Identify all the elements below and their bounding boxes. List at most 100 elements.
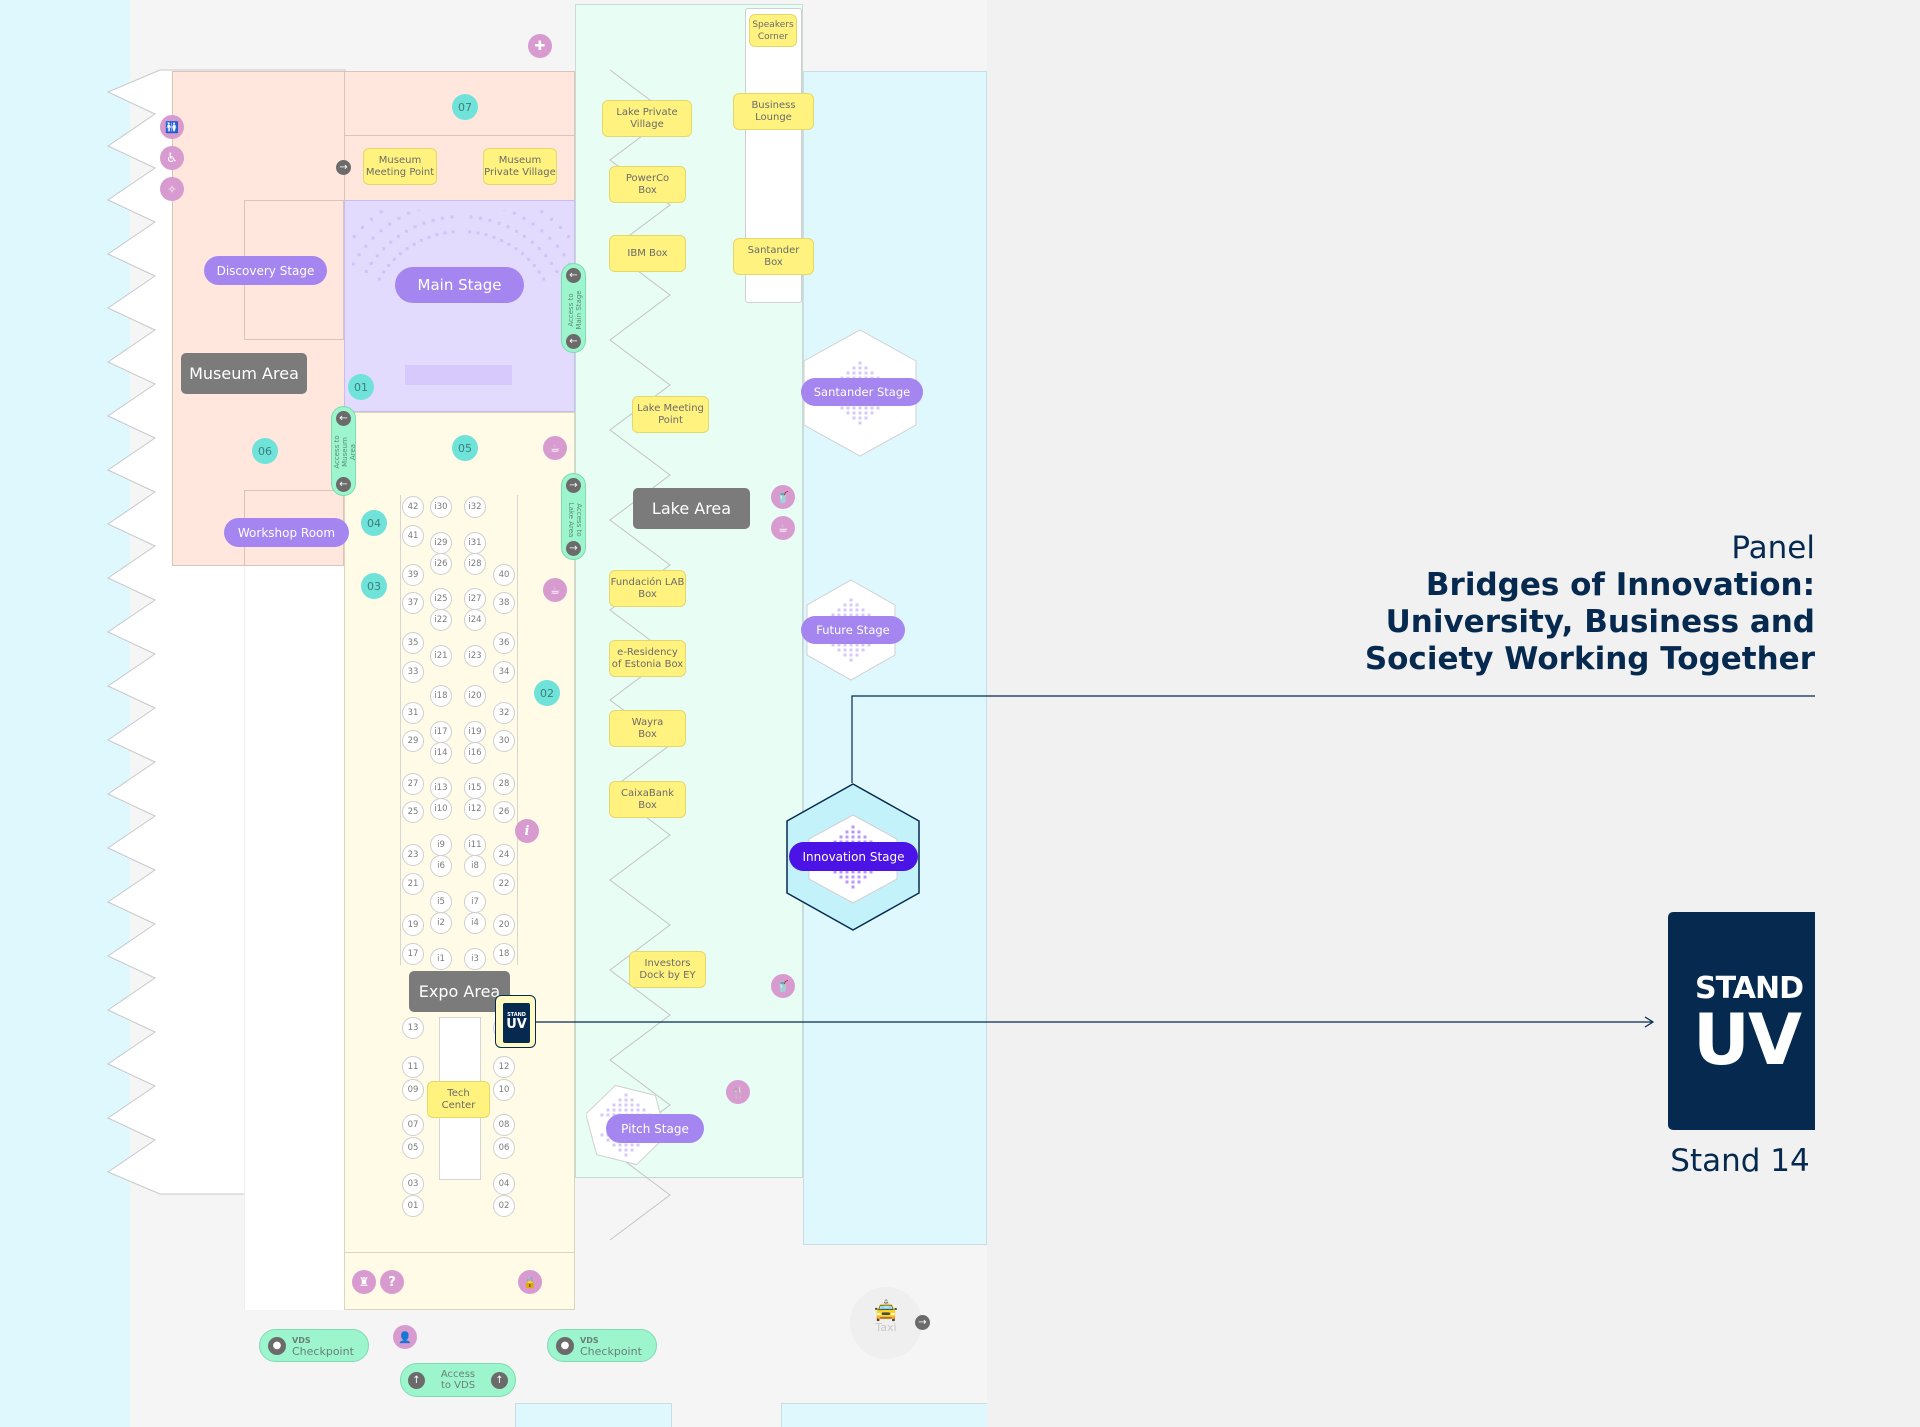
zone-01[interactable]: 01	[348, 374, 374, 400]
expo-booth[interactable]: 21	[402, 873, 424, 895]
expo-booth[interactable]: i25	[430, 588, 452, 610]
expo-booth[interactable]: 36	[493, 632, 515, 654]
expo-booth[interactable]: i17	[430, 721, 452, 743]
museum-entry-arrow-icon[interactable]: →	[336, 160, 351, 175]
expo-booth[interactable]: i10	[430, 798, 452, 820]
expo-booth[interactable]: i31	[464, 532, 486, 554]
access-lake-area[interactable]: → Access to Lake Area →	[561, 473, 586, 560]
expo-booth[interactable]: 20	[493, 914, 515, 936]
stage-main[interactable]: Main Stage	[395, 267, 524, 303]
expo-booth[interactable]: 39	[402, 564, 424, 586]
space-business-lounge[interactable]: Business Lounge	[733, 93, 814, 130]
vds-checkpoint-left[interactable]: ● VDS Checkpoint	[259, 1329, 369, 1362]
zone-07[interactable]: 07	[452, 94, 478, 120]
cloakroom-icon[interactable]: ♜	[352, 1270, 376, 1294]
stage-discovery[interactable]: Discovery Stage	[204, 256, 327, 285]
space-santander-box[interactable]: Santander Box	[733, 238, 814, 275]
expo-booth[interactable]: 26	[493, 801, 515, 823]
expo-booth[interactable]: i26	[430, 553, 452, 575]
space-lake-meeting-point[interactable]: Lake Meeting Point	[632, 396, 709, 433]
zone-05[interactable]: 05	[452, 435, 478, 461]
space-lake-private-village[interactable]: Lake Private Village	[602, 100, 692, 137]
expo-booth[interactable]: i14	[430, 742, 452, 764]
expo-booth[interactable]: 19	[402, 914, 424, 936]
expo-booth[interactable]: 17	[402, 943, 424, 965]
expo-booth[interactable]: i12	[464, 798, 486, 820]
expo-booth[interactable]: 34	[493, 661, 515, 683]
expo-booth[interactable]: i8	[464, 855, 486, 877]
space-wayra-box[interactable]: Wayra Box	[609, 710, 686, 747]
expo-booth[interactable]: i24	[464, 609, 486, 631]
space-museum-meeting-point[interactable]: Museum Meeting Point	[363, 148, 437, 185]
accessibility-icon[interactable]: ♿	[160, 146, 184, 170]
expo-booth[interactable]: 31	[402, 702, 424, 724]
stage-workshop-room[interactable]: Workshop Room	[224, 518, 349, 547]
space-caixabank-box[interactable]: CaixaBank Box	[609, 781, 686, 818]
expo-booth[interactable]: i9	[430, 834, 452, 856]
expo-booth[interactable]: i15	[464, 777, 486, 799]
expo-booth[interactable]: 37	[402, 592, 424, 614]
expo-booth[interactable]: i11	[464, 834, 486, 856]
expo-booth[interactable]: i18	[430, 685, 452, 707]
vds-checkpoint-right[interactable]: ● VDS Checkpoint	[547, 1329, 657, 1362]
expo-booth[interactable]: 04	[493, 1173, 515, 1195]
space-museum-private-village[interactable]: Museum Private Village	[483, 148, 557, 185]
expo-booth[interactable]: i5	[430, 891, 452, 913]
restaurant-icon[interactable]: 🍴	[726, 1080, 750, 1104]
expo-booth[interactable]: 18	[493, 943, 515, 965]
expo-booth[interactable]: i27	[464, 588, 486, 610]
zone-04[interactable]: 04	[361, 510, 387, 536]
expo-booth[interactable]: 38	[493, 592, 515, 614]
stage-santander[interactable]: Santander Stage	[801, 378, 923, 406]
cafe-icon[interactable]: ☕	[543, 436, 567, 460]
expo-booth[interactable]: 09	[402, 1079, 424, 1101]
registration-icon[interactable]: 👤	[393, 1325, 417, 1349]
drinks-icon[interactable]: 🥤	[771, 974, 795, 998]
expo-booth[interactable]: i7	[464, 891, 486, 913]
expo-booth[interactable]: i28	[464, 553, 486, 575]
cafe-icon[interactable]: ☕	[771, 516, 795, 540]
help-icon[interactable]: ?	[380, 1270, 404, 1294]
space-e-residency-box[interactable]: e-Residency of Estonia Box	[609, 640, 686, 677]
expo-booth[interactable]: 32	[493, 702, 515, 724]
expo-booth[interactable]: 13	[402, 1017, 424, 1039]
info-icon[interactable]: i	[515, 819, 539, 843]
expo-booth[interactable]: 40	[493, 564, 515, 586]
expo-booth[interactable]: 29	[402, 730, 424, 752]
expo-booth[interactable]: 11	[402, 1056, 424, 1078]
expo-booth[interactable]: 23	[402, 844, 424, 866]
area-museum[interactable]: Museum Area	[181, 353, 307, 394]
expo-booth[interactable]: i22	[430, 609, 452, 631]
access-to-vds[interactable]: ↑ Access to VDS ↑	[400, 1363, 516, 1397]
expo-booth[interactable]: 24	[493, 844, 515, 866]
stage-future[interactable]: Future Stage	[801, 616, 905, 644]
expo-booth[interactable]: i4	[464, 912, 486, 934]
access-main-stage[interactable]: ← Access to Main Stage ←	[561, 263, 586, 353]
area-expo[interactable]: Expo Area	[409, 971, 510, 1012]
expo-booth[interactable]: 02	[493, 1195, 515, 1217]
expo-booth[interactable]: i23	[464, 645, 486, 667]
first-aid-icon[interactable]: ✚	[528, 34, 552, 58]
expo-booth[interactable]: i32	[464, 496, 486, 518]
expo-booth[interactable]: i20	[464, 685, 486, 707]
expo-booth[interactable]: 28	[493, 773, 515, 795]
space-speakers-corner[interactable]: Speakers Corner	[749, 14, 797, 47]
expo-booth[interactable]: i16	[464, 742, 486, 764]
expo-booth[interactable]: 33	[402, 661, 424, 683]
venue-map[interactable]: Museum Meeting Point Museum Private Vill…	[0, 0, 987, 1427]
expo-booth[interactable]: 35	[402, 632, 424, 654]
expo-booth[interactable]: 07	[402, 1114, 424, 1136]
expo-booth[interactable]: 22	[493, 873, 515, 895]
space-tech-center[interactable]: Tech Center	[427, 1081, 490, 1118]
expo-booth[interactable]: i21	[430, 645, 452, 667]
expo-booth[interactable]: 25	[402, 801, 424, 823]
drinks-icon[interactable]: 🥤	[771, 485, 795, 509]
expo-booth[interactable]: 30	[493, 730, 515, 752]
stage-innovation[interactable]: Innovation Stage	[789, 842, 918, 871]
zone-06[interactable]: 06	[252, 438, 278, 464]
space-fundacion-lab-box[interactable]: Fundación LAB Box	[609, 570, 686, 607]
expo-booth[interactable]: 10	[493, 1079, 515, 1101]
expo-booth[interactable]: 06	[493, 1137, 515, 1159]
expo-booth[interactable]: i29	[430, 532, 452, 554]
expo-booth[interactable]: 01	[402, 1195, 424, 1217]
